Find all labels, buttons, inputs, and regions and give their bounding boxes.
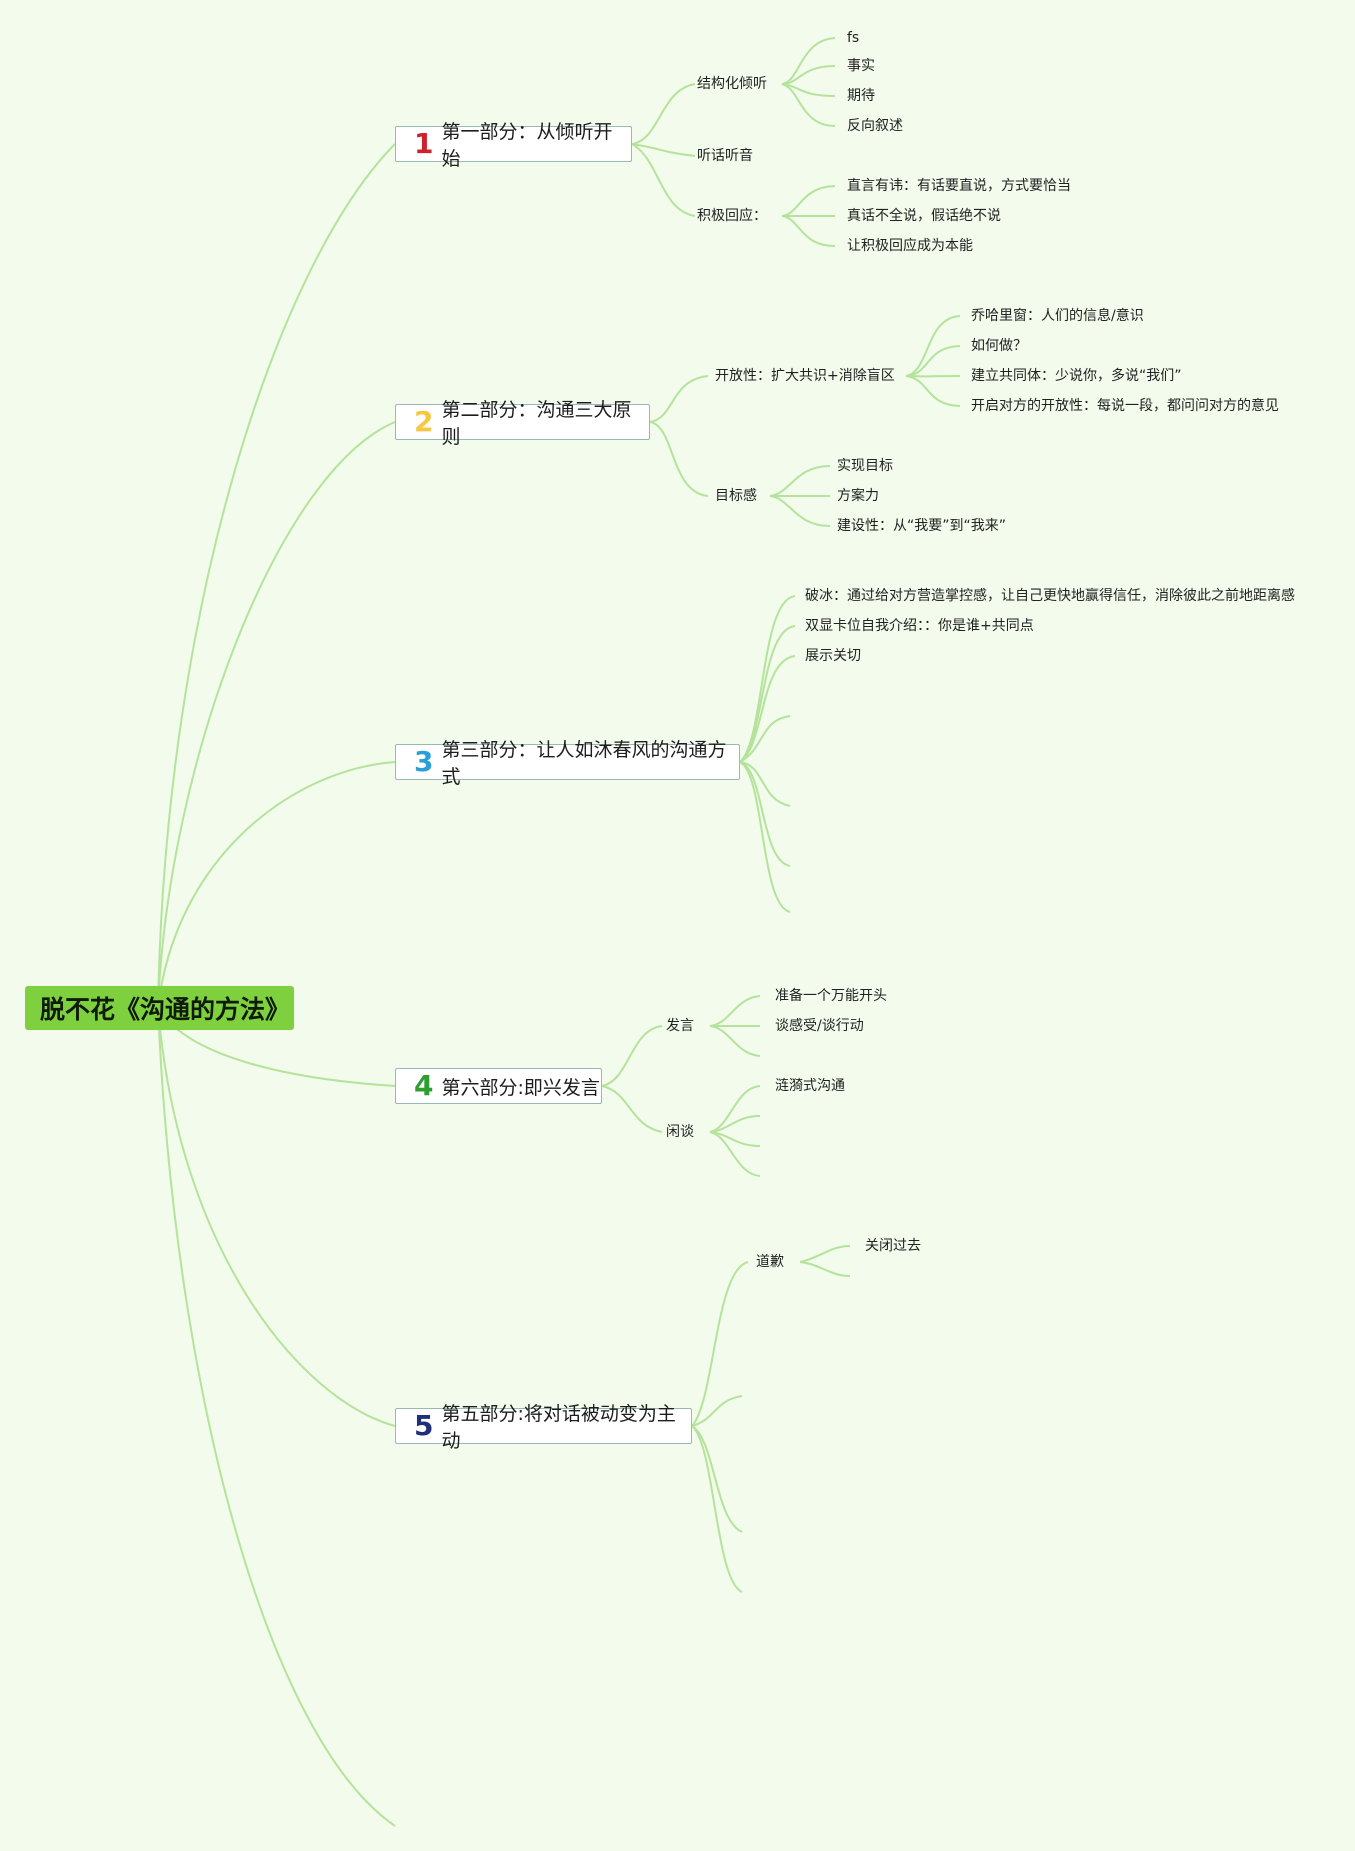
leaf-node[interactable]: fs bbox=[847, 30, 860, 46]
leaf-node[interactable]: 建立共同体：少说你，多说“我们” bbox=[971, 368, 1182, 384]
branch-label: 第五部分:将对话被动变为主动 bbox=[441, 1403, 676, 1452]
subtopic-node[interactable]: 开放性：扩大共识+消除盲区 bbox=[715, 368, 895, 384]
leaf-node[interactable]: 反向叙述 bbox=[847, 118, 903, 134]
root-node[interactable]: 脱不花《沟通的方法》 bbox=[25, 986, 294, 1030]
subtopic-node[interactable]: 发言 bbox=[666, 1018, 694, 1034]
number-2-icon: 2 bbox=[414, 405, 434, 438]
branch-label: 第二部分：沟通三大原则 bbox=[441, 399, 632, 448]
branch-node-3[interactable]: 3 第三部分：让人如沐春风的沟通方式 bbox=[395, 739, 740, 788]
leaf-node[interactable]: 如何做？ bbox=[971, 338, 1027, 354]
leaf-node[interactable]: 实现目标 bbox=[837, 458, 893, 474]
leaf-node[interactable]: 开启对方的开放性：每说一段，都问问对方的意见 bbox=[971, 398, 1279, 414]
subtopic-node[interactable]: 目标感 bbox=[715, 488, 757, 504]
number-5-icon: 5 bbox=[414, 1409, 434, 1442]
leaf-node[interactable]: 谈感受/谈行动 bbox=[775, 1018, 864, 1034]
subtopic-node[interactable]: 道歉 bbox=[756, 1254, 784, 1270]
leaf-node[interactable]: 涟漪式沟通 bbox=[775, 1078, 845, 1094]
subtopic-node[interactable]: 听话听音 bbox=[697, 148, 753, 164]
subtopic-node[interactable]: 积极回应： bbox=[697, 208, 767, 224]
subtopic-node[interactable]: 破冰：通过给对方营造掌控感，让自己更快地赢得信任，消除彼此之前地距离感 bbox=[805, 588, 1295, 604]
number-4-icon: 4 bbox=[414, 1069, 434, 1102]
subtopic-node[interactable]: 双显卡位自我介绍：：你是谁+共同点 bbox=[805, 618, 1034, 634]
leaf-node[interactable]: 方案力 bbox=[837, 488, 879, 504]
branch-label: 第六部分:即兴发言 bbox=[441, 1076, 600, 1099]
leaf-node[interactable]: 期待 bbox=[847, 88, 875, 104]
subtopic-node[interactable]: 闲谈 bbox=[666, 1124, 694, 1140]
leaf-node[interactable]: 真话不全说，假话绝不说 bbox=[847, 208, 1001, 224]
root-title: 脱不花《沟通的方法》 bbox=[40, 995, 291, 1024]
branch-node-2[interactable]: 2 第二部分：沟通三大原则 bbox=[395, 399, 650, 448]
number-3-icon: 3 bbox=[414, 745, 434, 778]
number-1-icon: 1 bbox=[414, 127, 434, 160]
leaf-node[interactable]: 准备一个万能开头 bbox=[775, 988, 887, 1004]
leaf-node[interactable]: 直言有讳：有话要直说，方式要恰当 bbox=[847, 178, 1071, 194]
leaf-node[interactable]: 让积极回应成为本能 bbox=[847, 238, 973, 254]
branch-label: 第一部分：从倾听开始 bbox=[441, 121, 613, 170]
leaf-node[interactable]: 关闭过去 bbox=[865, 1238, 921, 1254]
subtopic-node[interactable]: 展示关切 bbox=[805, 648, 861, 664]
branch-node-1[interactable]: 1 第一部分：从倾听开始 bbox=[395, 121, 632, 170]
leaf-node[interactable]: 乔哈里窗：人们的信息/意识 bbox=[971, 308, 1144, 324]
branch-node-4[interactable]: 4 第六部分:即兴发言 bbox=[395, 1068, 602, 1104]
branch-label: 第三部分：让人如沐春风的沟通方式 bbox=[441, 739, 727, 788]
leaf-node[interactable]: 事实 bbox=[847, 58, 875, 74]
leaf-node[interactable]: 建设性：从“我要”到“我来” bbox=[837, 518, 1007, 534]
branch-node-5[interactable]: 5 第五部分:将对话被动变为主动 bbox=[395, 1403, 692, 1452]
subtopic-node[interactable]: 结构化倾听 bbox=[697, 76, 767, 92]
